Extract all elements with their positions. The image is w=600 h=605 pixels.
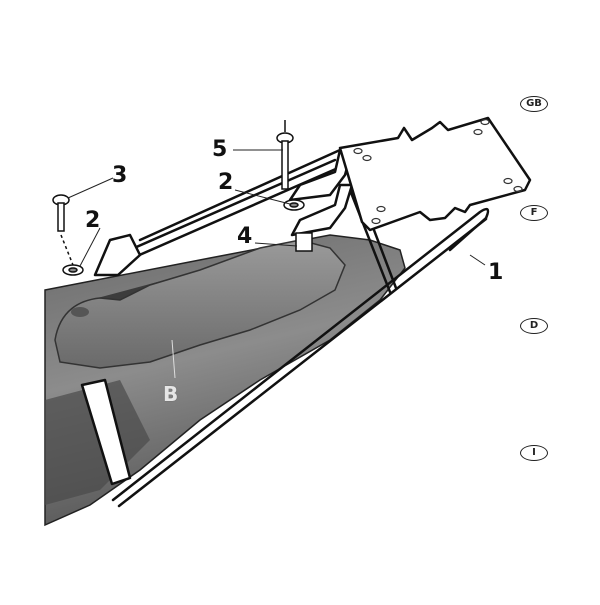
language-badge-f: F [520, 205, 548, 221]
callout-1: 1 [488, 260, 504, 285]
rack-frame [80, 148, 490, 508]
callout-2-left: 2 [85, 208, 101, 233]
spacer [295, 232, 313, 252]
language-badge-i: I [520, 445, 548, 461]
callout-5: 5 [212, 137, 228, 162]
part-marker-b: B [163, 382, 179, 406]
leader-lines [67, 149, 486, 267]
washers [62, 199, 305, 276]
callout-4: 4 [237, 224, 253, 249]
language-badge-d: D [520, 318, 548, 334]
callout-3: 3 [112, 163, 128, 188]
language-badge-gb: GB [520, 96, 548, 112]
screws [52, 120, 294, 266]
mounting-plate [338, 116, 532, 232]
grab-rail [54, 239, 346, 379]
callout-2-right: 2 [218, 170, 234, 195]
